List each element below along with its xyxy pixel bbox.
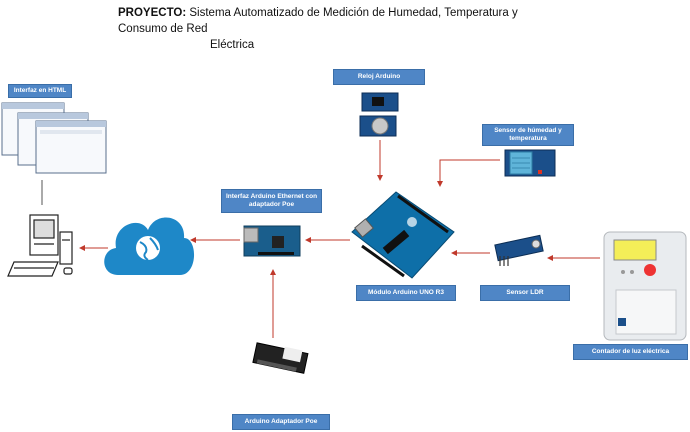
browser-windows-icon [1, 102, 107, 174]
ldr-module-icon [494, 234, 544, 266]
label-ldr-sensor: Sensor LDR [480, 285, 570, 301]
title-line2: Eléctrica [210, 39, 255, 51]
computer-icon [7, 214, 73, 277]
connector-arrows [41, 140, 600, 338]
dht-sensor-icon [504, 149, 556, 177]
label-poe-adapter: Arduino Adaptador Poe [232, 414, 330, 430]
label-humidity-sensor: Sensor de húmedad y temperatura [482, 124, 574, 146]
power-meter-icon [603, 231, 687, 341]
rtc-module-icon [359, 92, 399, 137]
label-arduino-uno: Módulo Arduino UNO R3 [356, 285, 456, 301]
title-prefix: PROYECTO: [118, 7, 187, 19]
arrow-dht-to-arduino [437, 159, 500, 187]
label-clock: Reloj Arduino [333, 69, 425, 85]
ethernet-board-icon [243, 225, 301, 257]
label-ethernet-interface: Interfaz Arduino Ethernet con adaptador … [221, 189, 322, 213]
label-power-meter: Contador de luz eléctrica [573, 344, 688, 360]
label-html-interface: Interfaz en HTML [8, 84, 72, 98]
arduino-board-icon [351, 191, 455, 279]
title-line1: Sistema Automatizado de Medición de Hume… [118, 7, 518, 35]
cloud-globe-icon [104, 217, 195, 275]
diagram-title: PROYECTO: Sistema Automatizado de Medici… [118, 5, 558, 53]
poe-module-icon [252, 342, 309, 374]
